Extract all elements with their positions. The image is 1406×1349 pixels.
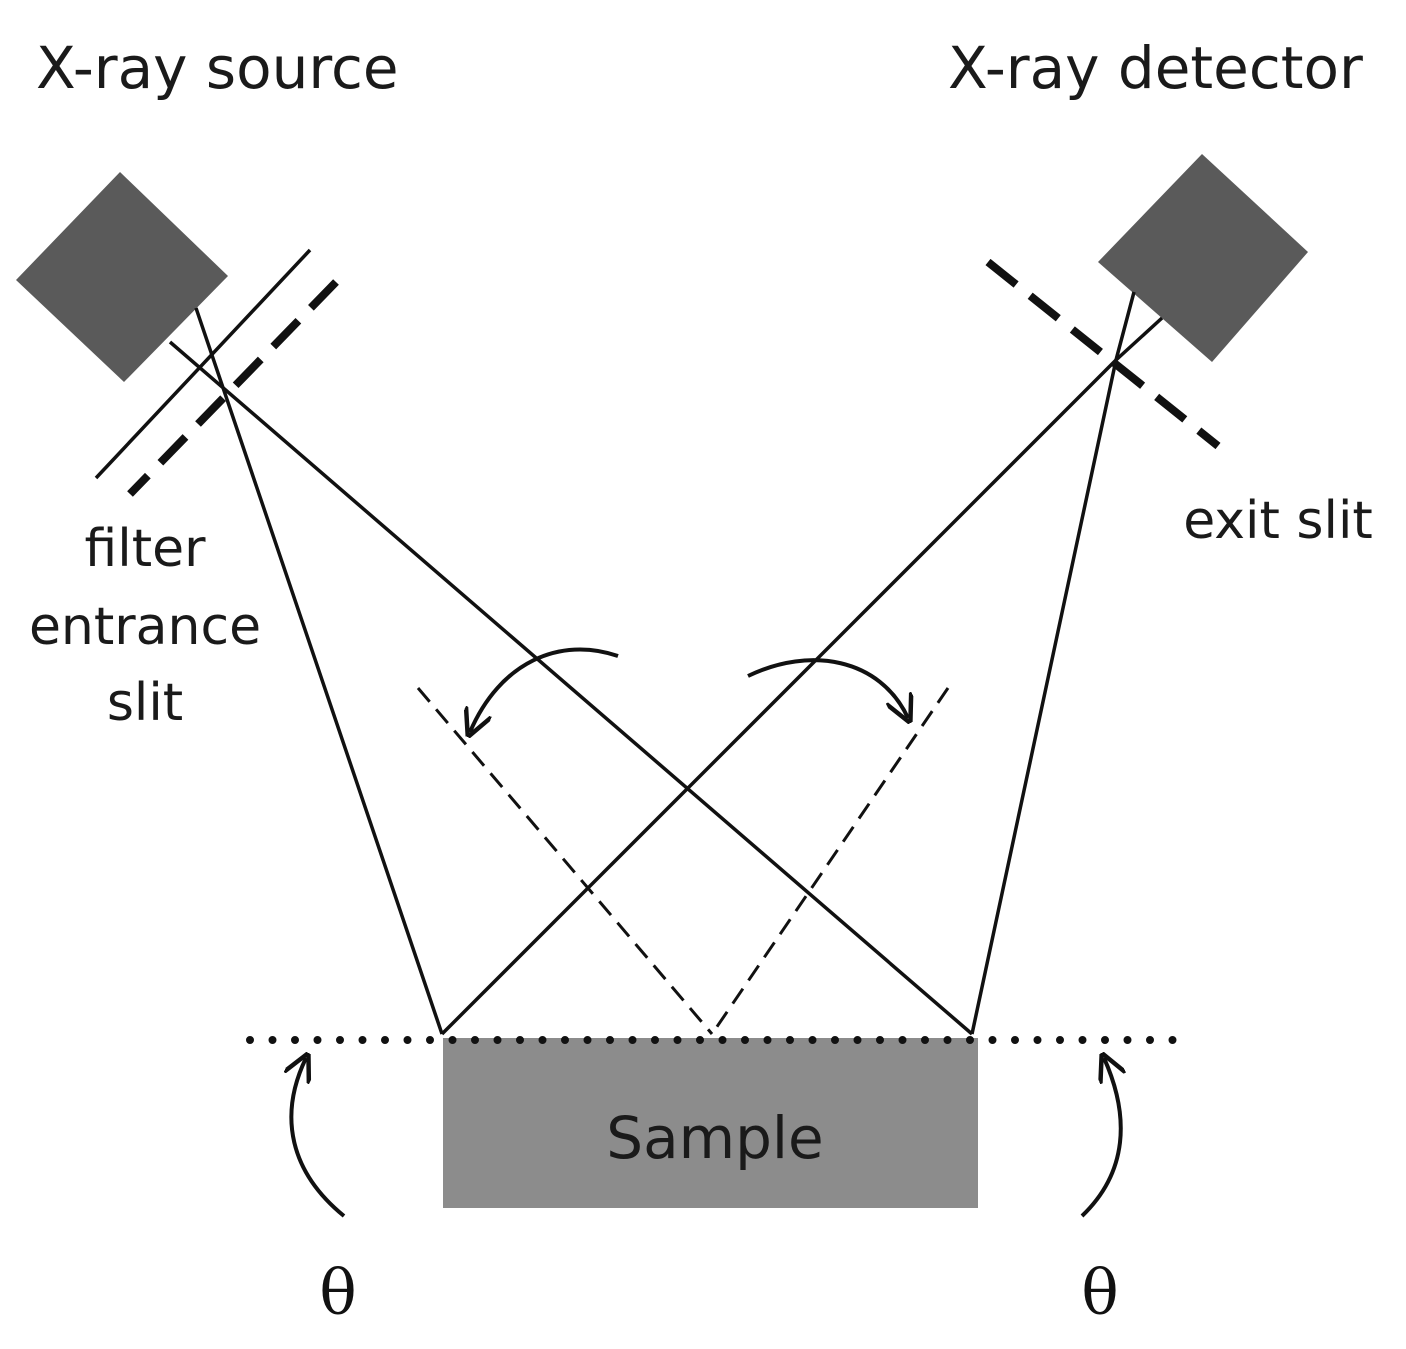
exit-slit xyxy=(985,258,1221,450)
theta-label-right: θ xyxy=(1081,1256,1118,1329)
xray-detector-block xyxy=(1098,154,1308,362)
xray-source-block xyxy=(16,172,228,382)
exit-slit-label: exit slit xyxy=(1183,491,1373,551)
slit-label: slit xyxy=(107,673,183,733)
rotation-arrow-left xyxy=(470,647,619,732)
sample-block xyxy=(443,1038,978,1208)
theta-arrow-right xyxy=(1080,1058,1121,1218)
diffracted-beam-left xyxy=(440,358,1118,1036)
theta-label-left: θ xyxy=(319,1256,356,1329)
filter-line xyxy=(94,248,312,480)
sample-label: Sample xyxy=(606,1104,823,1172)
diffracted-beam-right xyxy=(970,359,1118,1035)
theta-arrow-left xyxy=(291,1058,346,1218)
center-ray-right xyxy=(710,687,950,1035)
detector-feed-right xyxy=(1114,316,1164,362)
entrance-label: entrance xyxy=(29,597,261,657)
detector-feed-left xyxy=(1114,291,1136,361)
xray-source-label: X-ray source xyxy=(36,34,399,102)
rotation-arrow-right xyxy=(747,658,908,718)
filter-label: filter xyxy=(85,519,207,579)
incident-beam-left xyxy=(194,307,444,1035)
xray-detector-label: X-ray detector xyxy=(948,34,1363,102)
center-ray-left xyxy=(416,687,714,1035)
entrance-slit xyxy=(127,279,339,497)
incident-beam-right xyxy=(168,340,974,1036)
